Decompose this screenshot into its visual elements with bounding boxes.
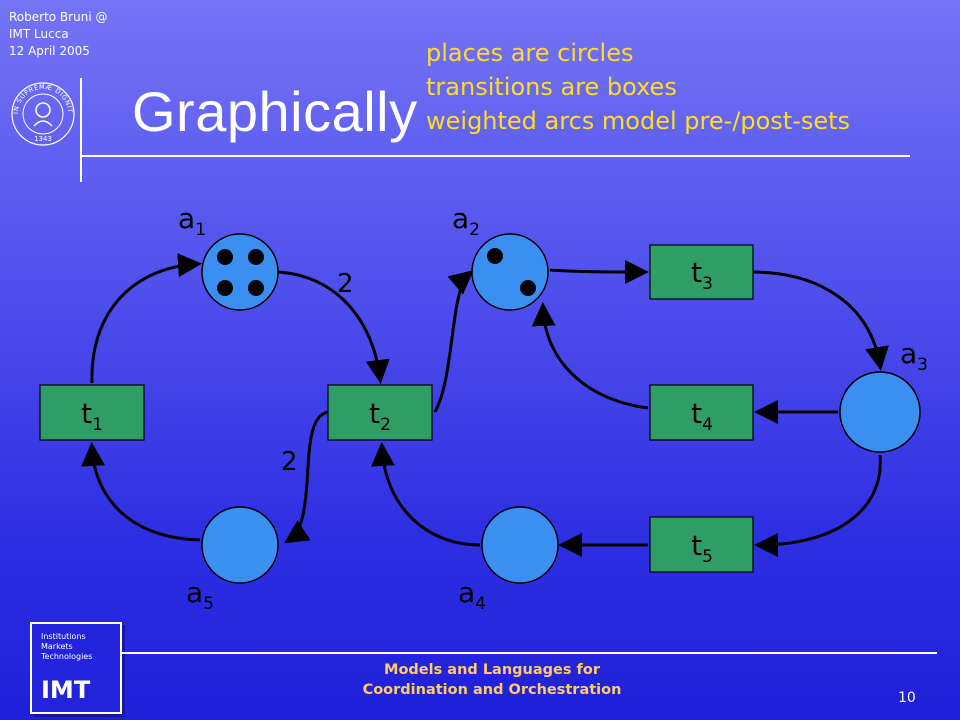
university-seal-icon: IN SUPREMÆ DIGNITATIS 1343 — [8, 76, 75, 146]
arc-t2-a5 — [283, 410, 329, 544]
seal-year: 1343 — [34, 135, 52, 143]
header-vertical-rule — [80, 78, 82, 182]
transition-label-t5: t5 — [691, 529, 713, 567]
place-a3 — [839, 371, 921, 453]
place-a2 — [471, 233, 549, 311]
transition-t5 — [649, 516, 754, 573]
footer-rule — [122, 652, 937, 654]
token — [217, 280, 233, 296]
author-date: 12 April 2005 — [9, 44, 90, 58]
arc-a4-t2 — [370, 442, 481, 547]
logo-word-markets: Markets — [41, 642, 73, 651]
transition-label-t1: t1 — [81, 397, 103, 435]
logo-word-institutions: Institutions — [41, 632, 86, 641]
place-label-a3: a3 — [900, 337, 928, 375]
logo-word-technologies: Technologies — [41, 652, 93, 661]
logo-words: Institutions Markets Technologies — [41, 632, 92, 662]
slide-title: Graphically — [132, 80, 418, 143]
page-number: 10 — [898, 690, 916, 706]
slide-notes: places are circles transitions are boxes… — [426, 36, 850, 138]
note-transitions: transitions are boxes — [426, 73, 677, 101]
course-title: Models and Languages for Coordination an… — [292, 660, 692, 700]
arc-weight-t2-a5: 2 — [281, 447, 298, 477]
transition-t2 — [327, 384, 433, 441]
note-arcs: weighted arcs model pre-/post-sets — [426, 107, 851, 135]
transition-label-t2: t2 — [369, 397, 391, 435]
arc-t4-a2 — [531, 302, 649, 410]
arc-a2-t3 — [549, 259, 649, 284]
transition-t3 — [649, 244, 754, 300]
place-a5 — [201, 506, 279, 584]
token — [520, 280, 536, 296]
course-title-line1: Models and Languages for — [384, 662, 600, 678]
transition-label-t4: t4 — [691, 397, 713, 435]
arc-t2-a2 — [433, 270, 474, 413]
arc-weight-a1-t2: 2 — [337, 269, 354, 299]
transition-label-t3: t3 — [691, 256, 713, 294]
arc-t1-a1 — [90, 253, 202, 384]
place-label-a2: a2 — [452, 202, 480, 240]
author-info: Roberto Bruni @ IMT Lucca 12 April 2005 — [9, 9, 107, 60]
logo-mark: IMT — [41, 676, 91, 704]
author-name: Roberto Bruni @ — [9, 10, 108, 24]
token — [217, 249, 233, 265]
note-places: places are circles — [426, 39, 634, 67]
transition-t4 — [649, 384, 754, 441]
place-label-a1: a1 — [178, 202, 206, 240]
arc-a3-t5 — [754, 454, 882, 557]
token — [487, 248, 503, 264]
arc-t3-a3 — [751, 270, 889, 371]
imt-logo: Institutions Markets Technologies IMT — [30, 622, 122, 714]
arc-a5-t1 — [81, 442, 201, 542]
header-horizontal-rule — [80, 155, 910, 157]
transition-t1 — [39, 384, 145, 441]
place-label-a5: a5 — [186, 576, 214, 614]
place-a4 — [481, 506, 559, 584]
place-a1 — [201, 233, 279, 311]
course-title-line2: Coordination and Orchestration — [362, 682, 622, 698]
token — [248, 249, 264, 265]
token — [248, 280, 264, 296]
arc-a1-t2 — [261, 270, 390, 384]
author-affiliation: IMT Lucca — [9, 27, 69, 41]
place-label-a4: a4 — [458, 576, 486, 614]
